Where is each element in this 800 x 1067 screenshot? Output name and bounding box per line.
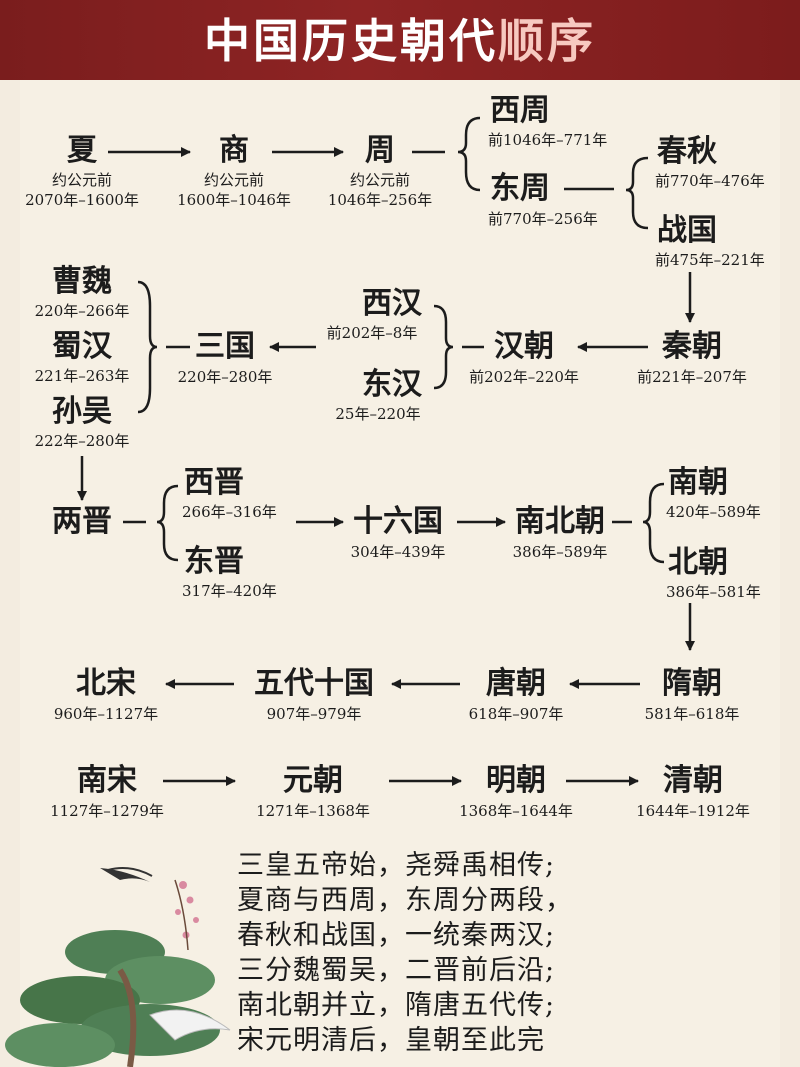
dynasty-xia-date1: 约公元前 <box>51 171 113 189</box>
dynasty-nansong-name: 南宋 <box>77 763 137 798</box>
dynasty-dongjin-date: 317年–420年 <box>182 582 277 600</box>
dynasty-tang-date: 618年–907年 <box>468 705 564 723</box>
dynasty-donghan-name: 东汉 <box>362 367 422 402</box>
dynasty-nanbeichao-name: 南北朝 <box>515 504 605 539</box>
dynasty-nanchao-name: 南朝 <box>668 465 728 500</box>
dynasty-wudai-date: 907年–979年 <box>266 705 362 723</box>
dynasty-sui-date: 581年–618年 <box>644 705 740 723</box>
title-main: 中国历史朝代 <box>204 14 498 68</box>
poem-line-6: 宋元明清后，皇朝至此完 <box>237 1025 545 1056</box>
dynasty-qin-name: 秦朝 <box>662 329 722 364</box>
dynasty-zhanguo-name: 战国 <box>657 213 717 248</box>
dynasty-beisong-date: 960年–1127年 <box>53 705 159 723</box>
poem-line-1: 三皇五帝始，尧舜禹相传; <box>237 850 556 881</box>
dynasty-beichao-name: 北朝 <box>668 545 728 580</box>
dynasty-zhanguo-date: 前475年–221年 <box>655 251 765 269</box>
dynasty-beisong-name: 北宋 <box>76 666 136 701</box>
dynasty-sanguo-date: 220年–280年 <box>177 368 273 386</box>
title-banner <box>0 0 800 80</box>
brace-nanbeichao <box>642 482 665 564</box>
dynasty-beichao-date: 386年–581年 <box>666 583 761 601</box>
dynasty-qin-date: 前221年–207年 <box>637 368 747 386</box>
poem-line-3: 春秋和战国，一统秦两汉; <box>237 920 556 951</box>
dynasty-nanchao-date: 420年–589年 <box>666 503 761 521</box>
dynasty-xia-date2: 2070年–1600年 <box>25 191 139 209</box>
dynasty-shang-date1: 约公元前 <box>203 171 265 189</box>
dynasty-shuhan-name: 蜀汉 <box>52 329 112 364</box>
dynasty-zhou-name: 周 <box>365 133 395 168</box>
dynasty-dongzhou-name: 东周 <box>490 171 550 206</box>
dynasty-xijin-name: 西晋 <box>184 465 244 500</box>
dynasty-shang-date2: 1600年–1046年 <box>177 191 291 209</box>
dynasty-zhou-date2: 1046年–256年 <box>327 191 433 209</box>
dynasty-nanbeichao-date: 386年–589年 <box>512 543 608 561</box>
dynasty-liangjin-name: 两晋 <box>52 504 112 539</box>
dynasty-donghan-date: 25年–220年 <box>335 405 421 423</box>
dynasty-xizhou-name: 西周 <box>490 93 550 128</box>
dynasty-chunqiu-date: 前770年–476年 <box>655 172 765 190</box>
dynasty-sunwu-date: 222年–280年 <box>34 432 130 450</box>
dynasty-wudai-name: 五代十国 <box>254 666 374 701</box>
dynasty-han-date: 前202年–220年 <box>469 368 579 386</box>
page-title: 中国历史朝代顺序 <box>0 12 800 70</box>
dynasty-yuan-date: 1271年–1368年 <box>256 802 370 820</box>
dynasty-ming-name: 明朝 <box>486 763 546 798</box>
dynasty-han-name: 汉朝 <box>494 329 554 364</box>
dynasty-sanguo-name: 三国 <box>195 329 255 364</box>
paper-background <box>20 80 780 1067</box>
dynasty-xihan-date: 前202年–8年 <box>326 324 418 342</box>
poem-line-2: 夏商与西周，东周分两段， <box>237 885 573 916</box>
title-accent: 顺序 <box>498 14 596 68</box>
dynasty-shiliuguo-name: 十六国 <box>353 504 443 539</box>
dynasty-xizhou-date: 前1046年–771年 <box>488 131 608 149</box>
dynasty-shang-name: 商 <box>219 133 249 168</box>
dynasty-yuan-name: 元朝 <box>283 763 343 798</box>
dynasty-shiliuguo-date: 304年–439年 <box>350 543 446 561</box>
crane-icon <box>100 867 153 882</box>
dynasty-ming-date: 1368年–1644年 <box>459 802 573 820</box>
dynasty-caowei-date: 220年–266年 <box>34 302 130 320</box>
dynasty-qing-date: 1644年–1912年 <box>636 802 750 820</box>
brace-dongzhou <box>625 156 649 230</box>
dynasty-sunwu-name: 孙吴 <box>52 394 112 429</box>
brace-liangjin <box>156 484 179 562</box>
dynasty-dongjin-name: 东晋 <box>184 544 244 579</box>
brace-zhou <box>457 116 481 192</box>
dynasty-zhou-date1: 约公元前 <box>349 171 411 189</box>
poem-line-5: 南北朝并立，隋唐五代传; <box>237 990 556 1021</box>
dynasty-xia-name: 夏 <box>67 133 97 168</box>
dynasty-tang-name: 唐朝 <box>486 666 546 701</box>
brace-sanguo <box>137 280 158 414</box>
dynasty-qing-name: 清朝 <box>663 763 723 798</box>
dynasty-dongzhou-date: 前770年–256年 <box>488 210 598 228</box>
dynasty-caowei-name: 曹魏 <box>52 264 112 299</box>
dynasty-sui-name: 隋朝 <box>662 666 722 701</box>
pine-tree-icon <box>5 930 220 1067</box>
dynasty-shuhan-date: 221年–263年 <box>34 367 130 385</box>
dynasty-chunqiu-name: 春秋 <box>657 134 717 169</box>
dynasty-nansong-date: 1127年–1279年 <box>50 802 164 820</box>
dynasty-xihan-name: 西汉 <box>362 286 422 321</box>
dynasty-xijin-date: 266年–316年 <box>182 503 277 521</box>
poem-block: 三皇五帝始，尧舜禹相传; 夏商与西周，东周分两段， 春秋和战国，一统秦两汉; 三… <box>237 848 597 1058</box>
brace-han <box>433 304 454 390</box>
poem-line-4: 三分魏蜀吴，二晋前后沿; <box>237 955 556 986</box>
pine-crane-illustration <box>5 867 231 1067</box>
